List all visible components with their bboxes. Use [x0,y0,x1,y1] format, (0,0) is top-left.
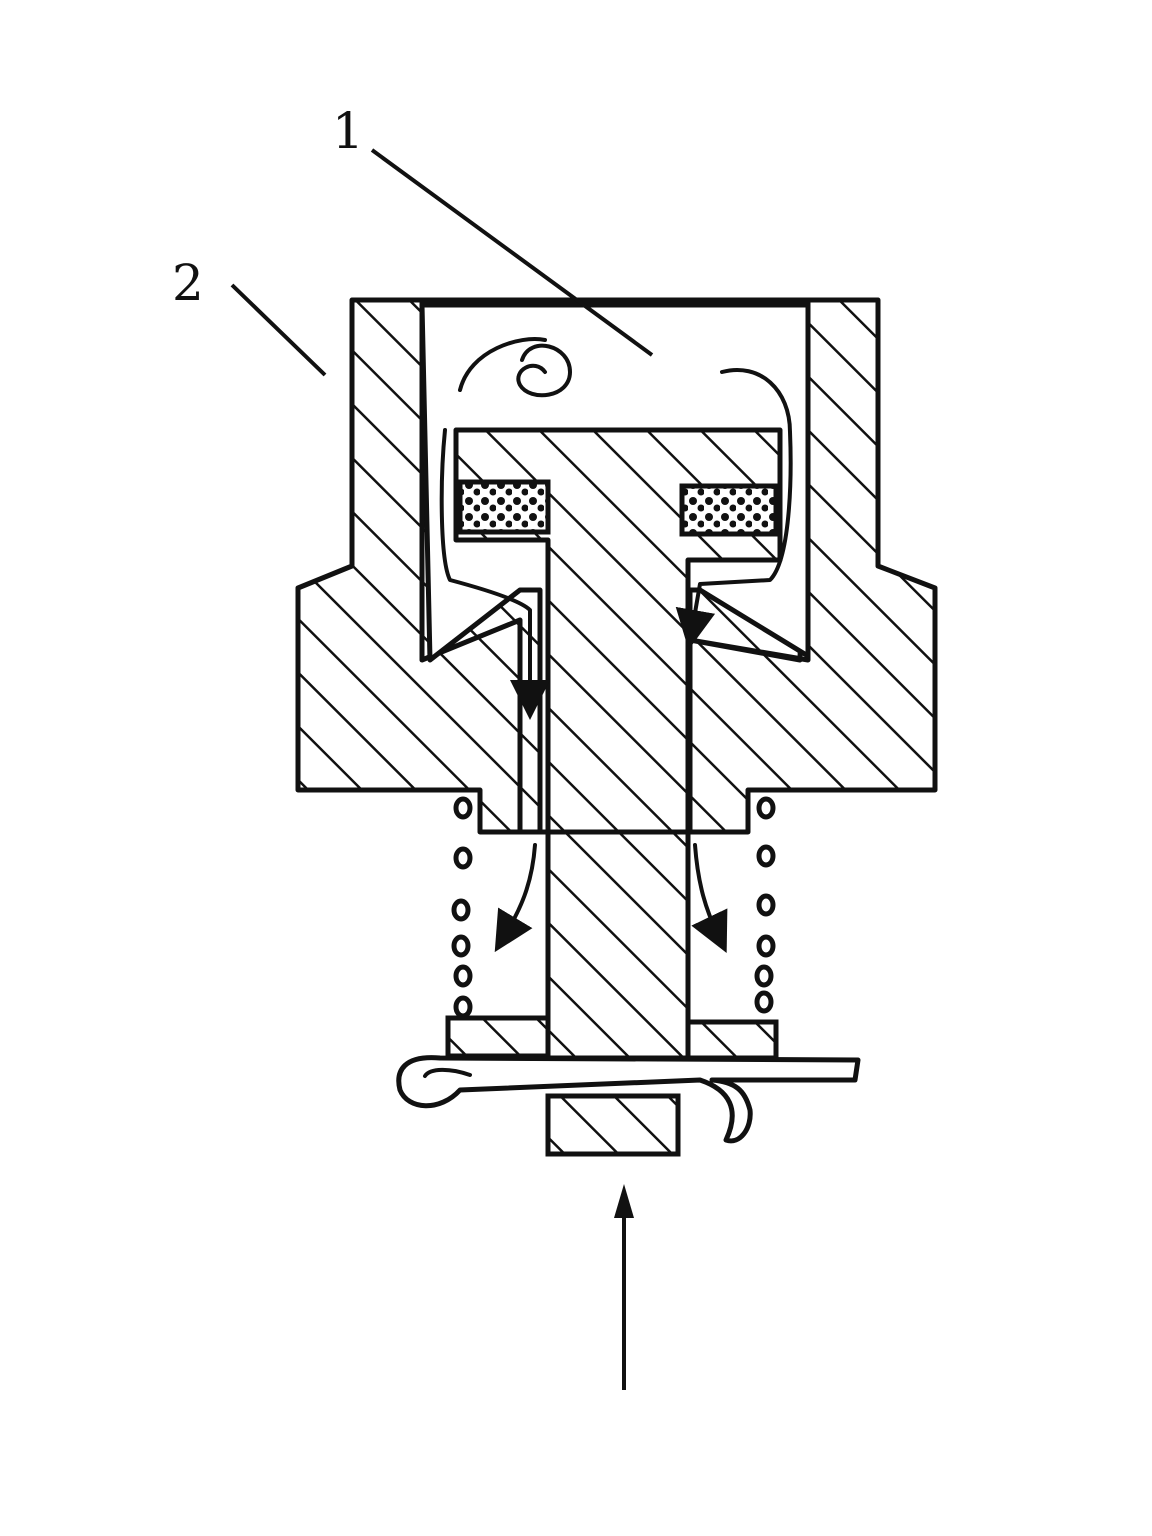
compression-spring [451,796,776,1019]
actuation-arrow [614,1184,634,1390]
leader-line-2 [230,283,327,377]
leader-line-1 [370,148,654,357]
flow-path-arrows [439,337,793,954]
label-1: 1 [332,102,364,160]
spring-washer-left [445,1015,551,1059]
seal-insert-left [457,479,551,535]
label-2: 2 [172,254,204,312]
seal-insert-right [679,483,779,537]
push-rod [545,1093,681,1157]
spring-washer-right [685,1019,779,1061]
cotter-pin [396,1055,861,1144]
